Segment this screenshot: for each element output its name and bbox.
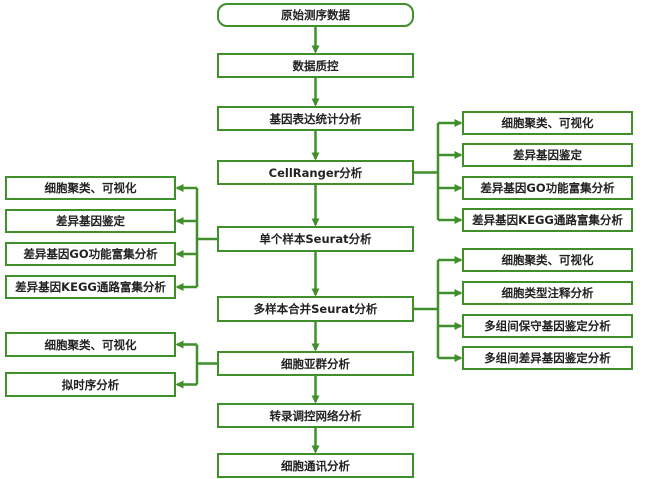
step-comm: 细胞通讯分析: [217, 453, 414, 478]
single_left-item-label: 差异基因GO功能富集分析: [23, 247, 158, 261]
step-single: 单个样本Seurat分析: [217, 226, 414, 252]
step-raw-label: 原始测序数据: [281, 8, 350, 22]
cellranger_right-item-label: 细胞聚类、可视化: [501, 116, 594, 130]
single_left-item: 细胞聚类、可视化: [5, 176, 176, 200]
subcluster_left-item: 拟时序分析: [5, 372, 176, 397]
single_left-item-label: 差异基因KEGG通路富集分析: [15, 280, 166, 294]
single_left-item-label: 差异基因鉴定: [56, 214, 125, 228]
single_left-item-label: 细胞聚类、可视化: [44, 181, 137, 195]
step-regnet: 转录调控网络分析: [217, 403, 414, 428]
multi_right-item: 细胞聚类、可视化: [462, 248, 633, 272]
step-cellranger: CellRanger分析: [217, 160, 414, 185]
cellranger_right-item-label: 差异基因GO功能富集分析: [480, 181, 615, 195]
multi_right-item-label: 多组间保守基因鉴定分析: [484, 319, 611, 333]
subcluster_left-item-label: 细胞聚类、可视化: [44, 337, 137, 352]
step-multi-label: 多样本合并Seurat分析: [253, 302, 378, 316]
multi_right-item-label: 细胞聚类、可视化: [501, 253, 594, 267]
cellranger_right-item: 差异基因KEGG通路富集分析: [462, 208, 633, 232]
single_left-item: 差异基因鉴定: [5, 209, 176, 233]
step-qc-label: 数据质控: [292, 58, 339, 73]
step-cellranger-label: CellRanger分析: [268, 165, 363, 180]
step-single-label: 单个样本Seurat分析: [259, 232, 372, 246]
multi_right-item: 多组间差异基因鉴定分析: [462, 346, 633, 370]
cellranger_right-item: 差异基因GO功能富集分析: [462, 176, 633, 200]
step-raw: 原始测序数据: [217, 3, 414, 27]
single_left-item: 差异基因GO功能富集分析: [5, 242, 176, 266]
step-comm-label: 细胞通讯分析: [281, 458, 350, 473]
step-expr: 基因表达统计分析: [217, 106, 414, 131]
step-qc: 数据质控: [217, 53, 414, 78]
multi_right-item: 多组间保守基因鉴定分析: [462, 314, 633, 338]
subcluster_left-item-label: 拟时序分析: [61, 377, 120, 392]
cellranger_right-item: 差异基因鉴定: [462, 143, 633, 167]
step-expr-label: 基因表达统计分析: [269, 111, 362, 126]
cellranger_right-item-label: 差异基因鉴定: [513, 148, 582, 162]
multi_right-item-label: 细胞类型注释分析: [501, 286, 594, 300]
subcluster_left-item: 细胞聚类、可视化: [5, 332, 176, 357]
step-multi: 多样本合并Seurat分析: [217, 296, 414, 322]
step-regnet-label: 转录调控网络分析: [269, 408, 362, 423]
multi_right-item-label: 多组间差异基因鉴定分析: [484, 351, 611, 365]
multi_right-item: 细胞类型注释分析: [462, 281, 633, 305]
step-subcluster: 细胞亚群分析: [217, 351, 414, 376]
single_left-item: 差异基因KEGG通路富集分析: [5, 275, 176, 299]
cellranger_right-item-label: 差异基因KEGG通路富集分析: [472, 213, 623, 227]
step-subcluster-label: 细胞亚群分析: [281, 356, 350, 371]
cellranger_right-item: 细胞聚类、可视化: [462, 111, 633, 135]
